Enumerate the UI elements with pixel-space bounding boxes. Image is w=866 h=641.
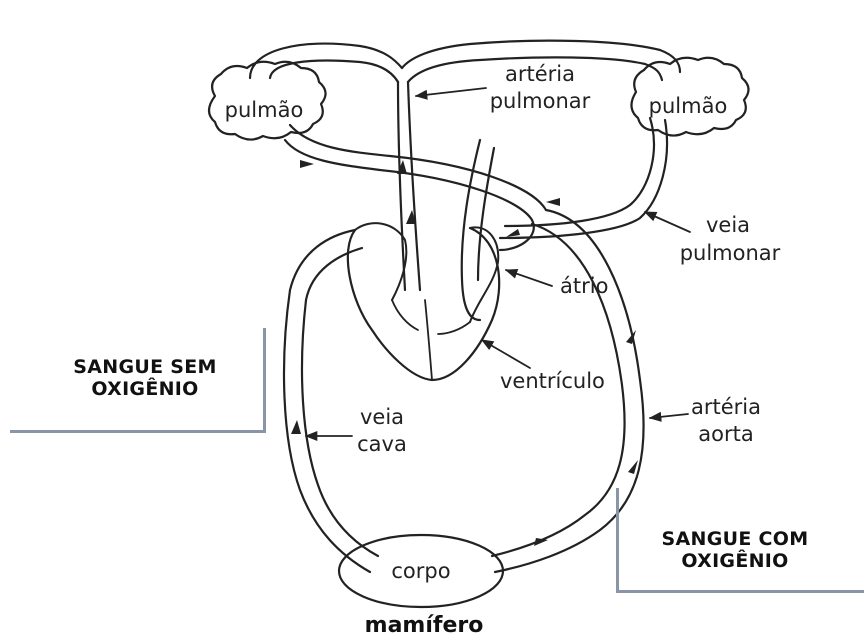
- label-pulmonary-vein-line2: pulmonar: [680, 241, 781, 265]
- vena-cava-vessel: [284, 230, 378, 572]
- heart-shape: [348, 228, 499, 380]
- diagram-caption: mamífero: [365, 613, 484, 638]
- label-lung-right: pulmão: [649, 94, 728, 118]
- heart-inner-right: [438, 322, 470, 334]
- pointer-aorta: [650, 414, 688, 418]
- pointer-atrium: [506, 270, 552, 286]
- side-title-with-oxygen-line2: OXIGÊNIO: [655, 550, 815, 572]
- label-aorta-line1: artéria: [691, 395, 761, 419]
- side-title-with-oxygen-line1: SANGUE COM: [655, 528, 815, 550]
- pointer-ventricle: [482, 340, 530, 368]
- pointer-pulmonary-artery: [416, 88, 486, 96]
- pointer-pulmonary-vein: [645, 212, 690, 232]
- pulmonary-artery-vessel: [250, 41, 680, 290]
- divider-right-horizontal: [616, 590, 864, 593]
- side-title-without-oxygen-line1: SANGUE SEM: [70, 356, 220, 378]
- heart-right-atrium: [470, 227, 498, 322]
- label-pulmonary-artery-line2: pulmonar: [490, 89, 591, 113]
- label-pulmonary-artery-line1: artéria: [505, 62, 575, 86]
- side-title-with-oxygen: SANGUE COM OXIGÊNIO: [655, 528, 815, 572]
- pulmonary-vein-vessel: [285, 118, 667, 320]
- heart-left-atrium: [355, 223, 406, 300]
- heart-inner-left: [392, 300, 418, 330]
- side-title-without-oxygen: SANGUE SEM OXIGÊNIO: [70, 356, 220, 400]
- label-pulmonary-vein-line1: veia: [706, 213, 750, 237]
- divider-right-vertical: [616, 488, 619, 592]
- label-lung-left: pulmão: [225, 98, 304, 122]
- label-vena-cava-line2: cava: [357, 432, 407, 456]
- side-title-without-oxygen-line2: OXIGÊNIO: [70, 378, 220, 400]
- label-body: corpo: [391, 559, 450, 583]
- label-atrium: átrio: [560, 274, 608, 298]
- label-vena-cava-line1: veia: [360, 405, 404, 429]
- label-aorta-line2: aorta: [698, 422, 753, 446]
- divider-left-vertical: [263, 328, 266, 432]
- divider-left-horizontal: [10, 430, 266, 433]
- heart-septum: [425, 300, 432, 380]
- label-ventricle: ventrículo: [500, 369, 605, 393]
